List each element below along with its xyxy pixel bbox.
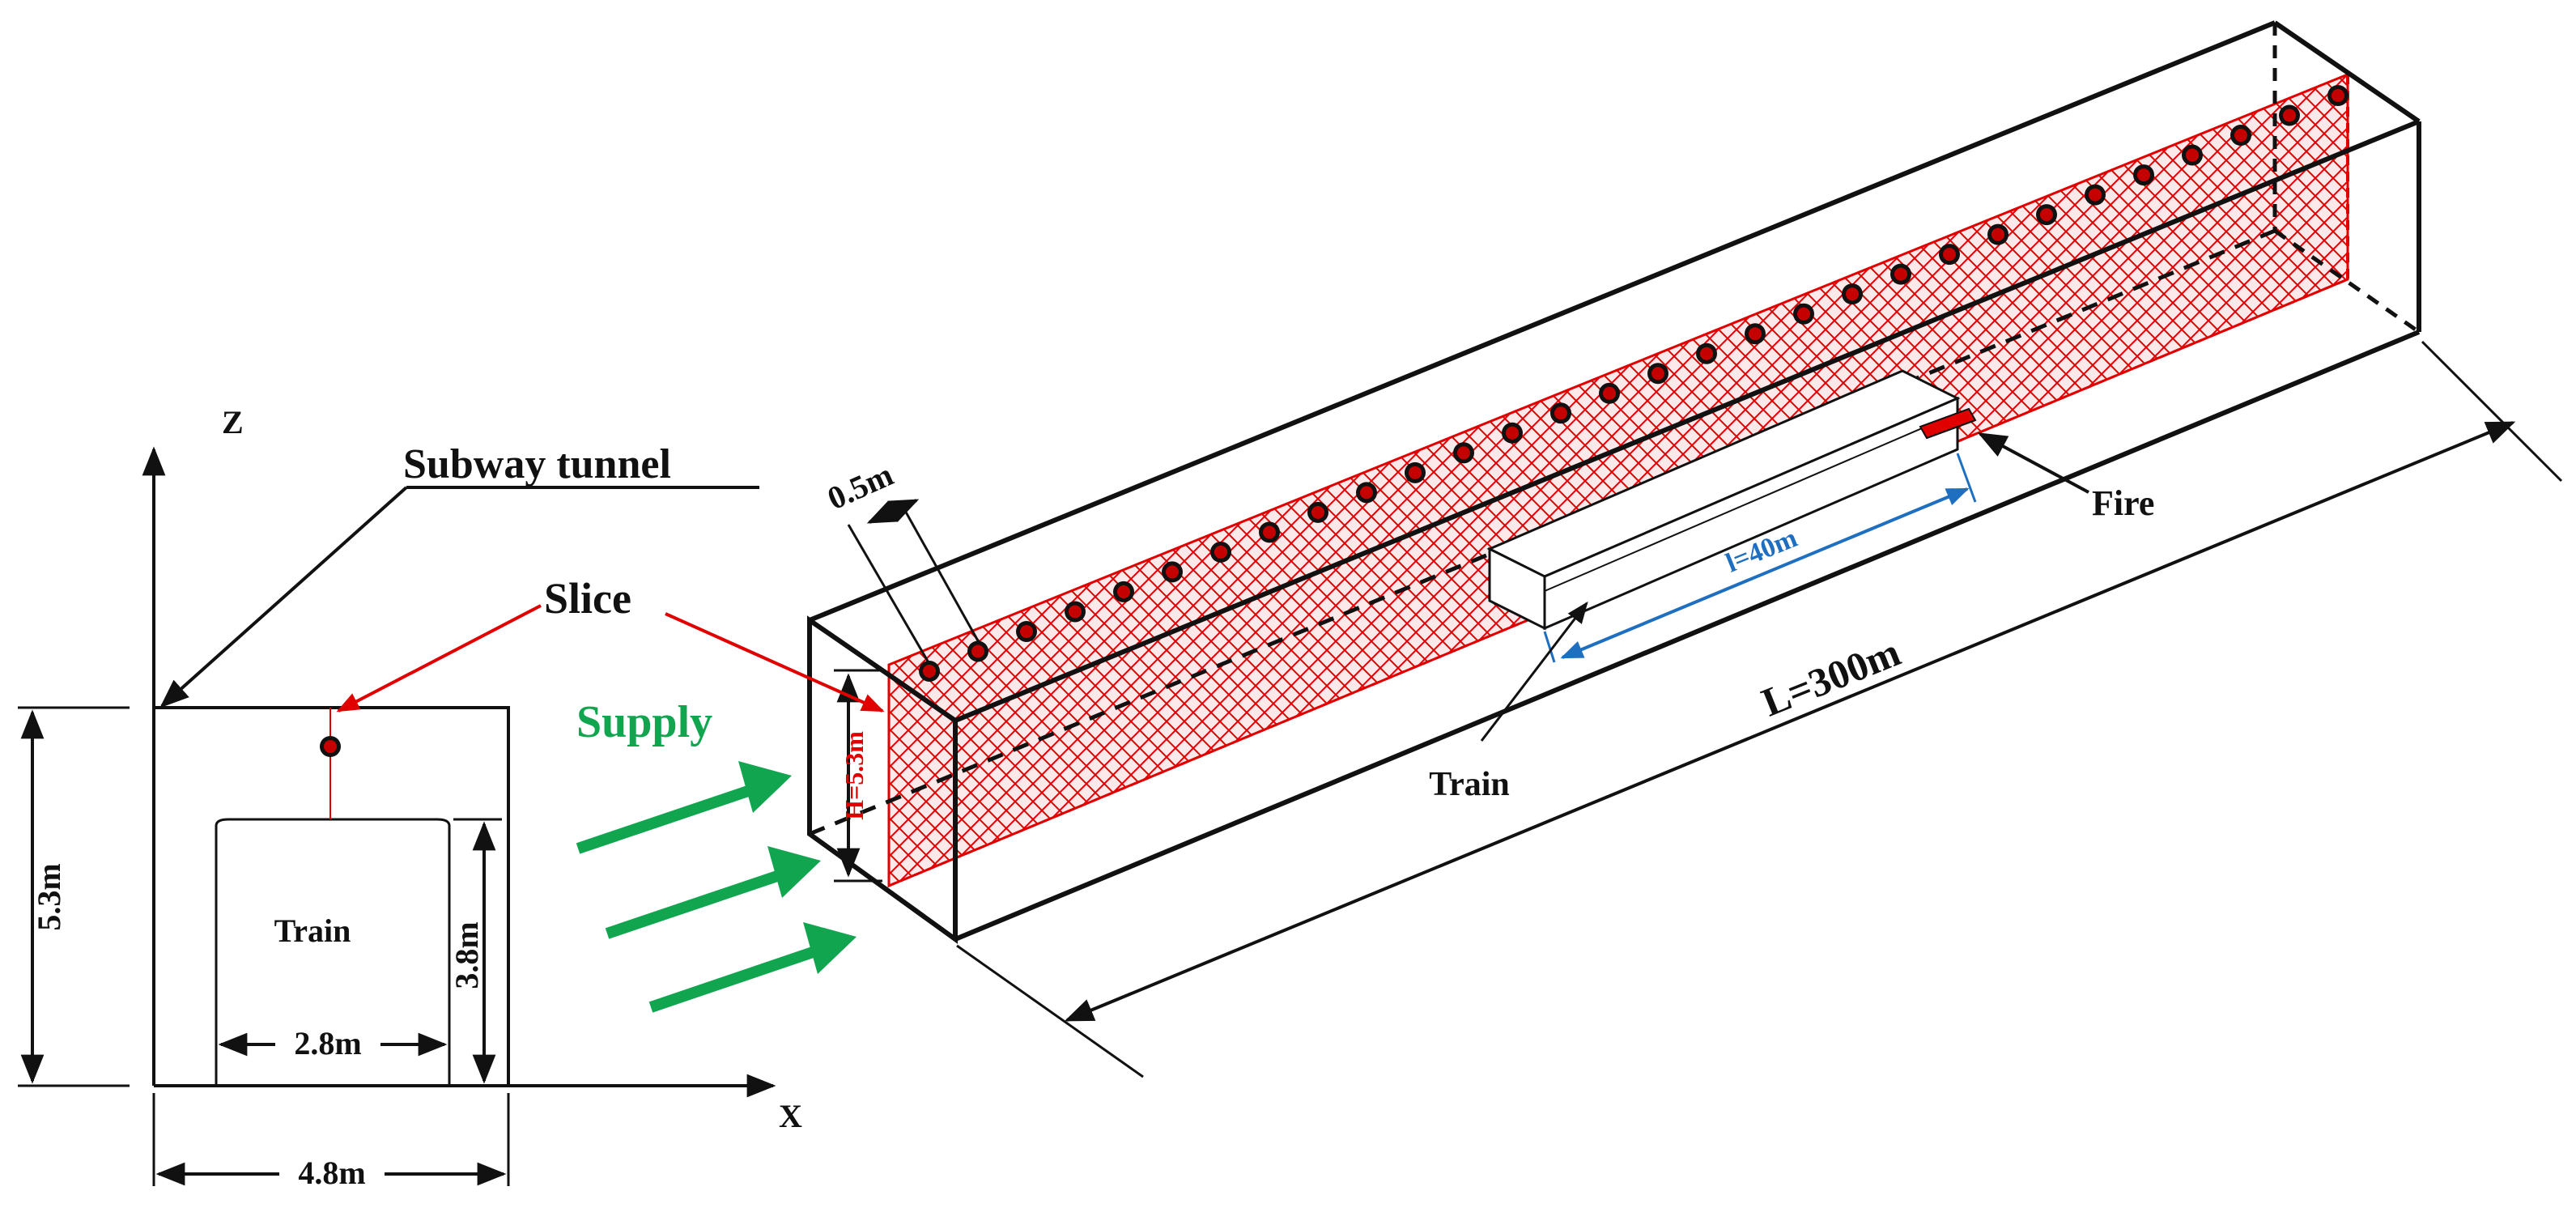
subway-tunnel-label: Subway tunnel [403, 441, 671, 487]
thermocouple-icon [1016, 620, 1037, 642]
thermocouple-icon [2182, 144, 2203, 166]
thermocouple-icon [1696, 342, 1717, 364]
width-label: 4.8m [298, 1155, 365, 1191]
spacing-ext-2 [899, 501, 981, 644]
thermocouple-icon [1210, 541, 1231, 563]
thermocouple-icon [1550, 402, 1571, 424]
slice-pointer-left [336, 604, 542, 712]
subway-tunnel-pointer [159, 486, 408, 708]
thermocouple-icon [2133, 164, 2154, 186]
tunnel-top-back-edge [808, 20, 2276, 623]
thermocouple-icon [1453, 442, 1474, 464]
thermocouple-icon [2327, 85, 2349, 106]
spacing-dimension [866, 499, 920, 524]
arrow-icon [648, 922, 857, 1013]
hidden-back-floor [2273, 228, 2421, 334]
thermocouple-icon [1259, 521, 1280, 543]
thermocouple-icon [2279, 104, 2300, 126]
cross-section: Z X Train Subway tunnel Slice 5.3m 3.8m [18, 404, 802, 1194]
train-height-label: 3.8m [448, 921, 485, 989]
thermocouple-icon [1987, 223, 2009, 245]
thermocouple-icon [1890, 263, 1911, 285]
fire-label: Fire [2092, 483, 2154, 523]
arrow-icon [605, 846, 821, 939]
length-label: L=300m [1755, 629, 1906, 725]
thermocouple-icon [967, 640, 988, 662]
thermocouple-icon [1599, 382, 1620, 404]
thermocouple-icon [1113, 581, 1134, 602]
train-width-label: 2.8m [294, 1025, 361, 1061]
thermocouple-icon [320, 736, 341, 757]
supply-label: Supply [576, 697, 712, 747]
train-outline [215, 818, 451, 1086]
thermocouple-icon [1793, 303, 1814, 325]
thermocouple-icon [2230, 125, 2251, 147]
spacing-label: 0.5m [822, 456, 898, 517]
length-ext-2 [2421, 340, 2563, 483]
arrow-icon [576, 761, 792, 854]
spacing-ext-1 [847, 524, 931, 665]
train-length-ext-2 [1956, 453, 1977, 503]
thermocouple-icon [1647, 363, 1668, 385]
supply-flow: Supply [576, 697, 857, 1013]
fire-pointer [1977, 432, 2089, 494]
thermocouple-icon [1842, 283, 1863, 305]
thermocouple-icon [1405, 462, 1426, 483]
tunnel-3d: 0.5m H=5.3m l=40m Train Fire L=300m [665, 20, 2563, 1078]
length-ext-1 [956, 944, 1144, 1078]
train-3d-label: Train [1429, 766, 1510, 803]
train-section-label: Train [274, 912, 351, 949]
thermocouple-icon [1502, 422, 1523, 444]
slice-plane [887, 72, 2349, 888]
slice-pointer-right [665, 612, 885, 712]
length-dimension [1064, 421, 2516, 1022]
z-axis-label: Z [222, 404, 244, 440]
thermocouple-icon [1356, 482, 1377, 504]
thermocouple-icon [1745, 323, 1766, 345]
height-label: 5.3m [31, 863, 67, 930]
thermocouple-icon [1065, 601, 1086, 623]
slice-label: Slice [544, 574, 631, 623]
thermocouple-icon [2036, 204, 2057, 226]
thermocouple-icon [1939, 244, 1960, 266]
tunnel-top-far-edge [2273, 20, 2421, 124]
thermocouple-icon [2085, 184, 2106, 206]
thermocouple-icon [919, 661, 940, 682]
tunnel-height-label: H=5.3m [840, 731, 869, 820]
x-axis-label: X [779, 1098, 802, 1134]
thermocouple-icon [1162, 561, 1183, 583]
thermocouple-icon [1307, 501, 1328, 523]
